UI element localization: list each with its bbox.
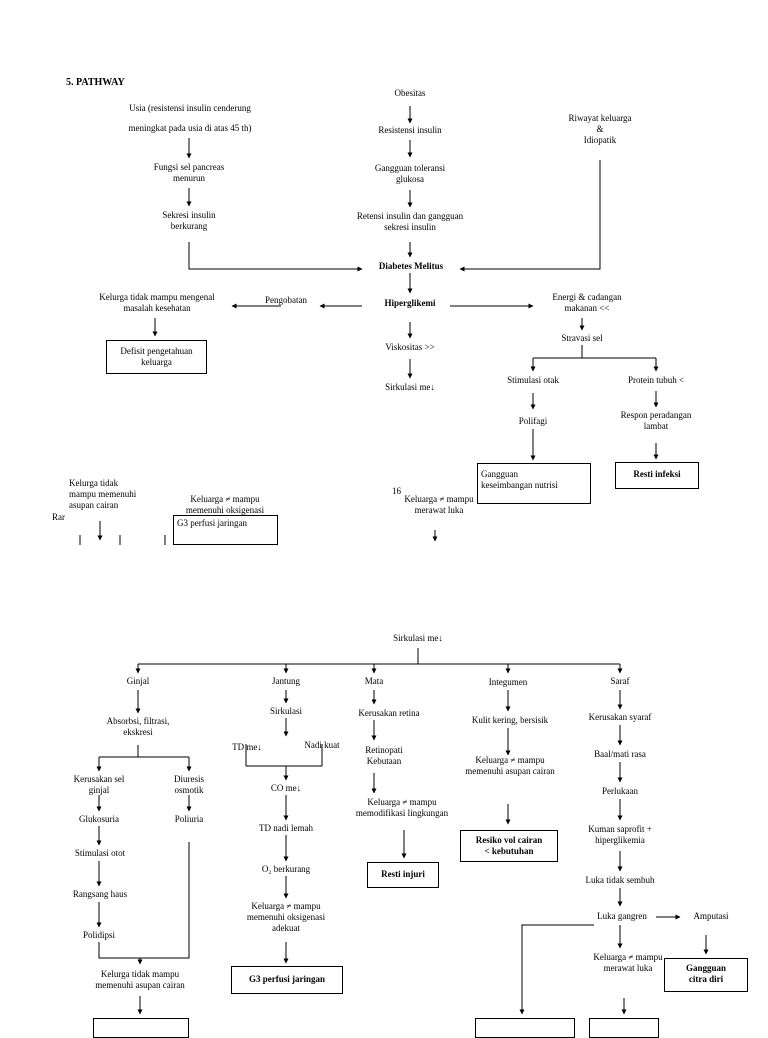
- node-td-nadi: TD nadi lemah: [259, 823, 313, 833]
- node-starvasi: Stravasi sel: [561, 333, 603, 343]
- node-sekresi-insulin: Sekresi insulin berkurang: [162, 210, 216, 231]
- node-protein: Protein tubuh <: [627, 375, 685, 385]
- node-fungsi-pankreas: Fungsi sel pancreas menurun: [153, 162, 225, 183]
- node-co-me: CO me↓: [270, 783, 302, 793]
- page-number: 16: [392, 486, 401, 496]
- diagnosis-saraf-cut: [589, 1018, 659, 1038]
- node-usia: Usia (resistensi insulin cenderung menin…: [128, 103, 252, 133]
- node-rangsang-haus: Rangsang haus: [72, 889, 128, 899]
- node-cut-keluarga-cairan: Kelurga tidak mampu memenuhi asupan cair…: [69, 478, 137, 510]
- diagnosis-gangguan-nutrisi: Gangguan keseimbangan nutrisi: [477, 463, 591, 504]
- node-cut-keluarga-oksigenasi: Keluarga ≠ mampu memenuhi oksigenasi: [185, 494, 265, 515]
- node-polifagi: Polifagi: [518, 416, 548, 426]
- node-luka-tidak-sembuh: Luka tidak sembuh: [585, 875, 655, 885]
- diagnosis-g3-perfusi: G3 perfusi jaringan: [231, 966, 343, 994]
- node-sirkulasi-top: Sirkulasi me↓: [385, 382, 435, 392]
- diagnosis-integumen-cut: [475, 1018, 575, 1038]
- node-absorbsi: Absorbsi, filtrasi, ekskresi: [106, 716, 170, 737]
- node-kerusakan-ginjal: Kerusakan sel ginjal: [73, 774, 125, 795]
- node-resistensi-insulin: Resistensi insulin: [378, 125, 442, 135]
- node-keluarga-asupan: Keluarga ≠ mampu memenuhi asupan cairan: [465, 755, 555, 776]
- node-nadi-kuat: Nadi kuat: [304, 740, 340, 750]
- organ-ginjal: Ginjal: [126, 676, 150, 686]
- diagnosis-defisit-pengetahuan: Defisit pengetahuan keluarga: [106, 340, 207, 374]
- node-respon: Respon peradangan lambat: [620, 410, 692, 431]
- diagnosis-ginjal-cut: [93, 1018, 189, 1038]
- node-sirkulasi-jantung: Sirkulasi: [269, 706, 302, 716]
- node-o2: O₂ berkurang: [261, 864, 311, 874]
- diagnosis-resti-injuri: Resti injuri: [367, 862, 439, 888]
- node-cut-keluarga-luka: Keluarga ≠ mampu merawat luka: [404, 494, 474, 515]
- node-diuresis: Diuresis osmotik: [174, 774, 204, 795]
- node-keluarga-luka: Keluarga ≠ mampu merawat luka: [593, 952, 663, 973]
- node-kulit-kering: Kulit kering, bersisik: [471, 715, 549, 725]
- node-kerusakan-retina: Kerusakan retina: [358, 708, 420, 718]
- node-amputasi: Amputasi: [693, 911, 729, 921]
- node-cut-ra: Rar: [52, 512, 65, 522]
- organ-integumen: Integumen: [488, 677, 528, 687]
- node-retinopati: Retinopati Kebutaan: [365, 745, 403, 766]
- node-energi: Energi & cadangan makanan <<: [552, 292, 622, 313]
- node-kuman: Kuman saprofit + hiperglikemia: [588, 824, 652, 845]
- node-polidipsi: Polidipsi: [82, 930, 115, 940]
- node-glukosuria: Glukosuria: [79, 814, 119, 824]
- node-luka-gangren: Luka gangren: [597, 911, 647, 921]
- node-stimulasi-otak: Stimulasi otak: [507, 375, 559, 385]
- node-poliuria: Poliuria: [174, 814, 204, 824]
- node-sirkulasi-bottom: Sirkulasi me↓: [393, 633, 443, 643]
- node-retensi-insulin: Retensi insulin dan gangguan sekresi ins…: [356, 211, 464, 232]
- node-gangguan-toleransi: Gangguan toleransi glukosa: [374, 163, 446, 184]
- node-perlukaan: Perlukaan: [602, 786, 638, 796]
- node-td-me: TD me↓: [232, 742, 262, 752]
- diagnosis-cut-g3: G3 perfusi jaringan: [173, 515, 278, 545]
- node-pengobatan: Pengobatan: [265, 295, 307, 305]
- node-stimulasi-otot: Stimulasi otot: [74, 848, 126, 858]
- node-keluarga-mengenal: Kelurga tidak mampu mengenal masalah kes…: [99, 292, 215, 313]
- page-heading: 5. PATHWAY: [66, 77, 125, 88]
- organ-jantung: Jantung: [272, 676, 300, 686]
- organ-mata: Mata: [364, 676, 384, 686]
- node-baal: Baal/mati rasa: [594, 749, 646, 759]
- node-diabetes-melitus: Diabetes Melitus: [378, 261, 444, 271]
- node-keluarga-oksigenasi: Keluarga ≠ mampu memenuhi oksigenasi ade…: [246, 901, 326, 933]
- diagnosis-resti-infeksi: Resti infeksi: [615, 462, 699, 489]
- node-kerusakan-syaraf: Kerusakan syaraf: [588, 712, 652, 722]
- node-viskositas: Viskositas >>: [385, 342, 435, 352]
- node-keluarga-cairan: Kelurga tidak mampu memenuhi asupan cair…: [95, 969, 185, 990]
- diagnosis-gangguan-citra: Gangguan citra diri: [664, 958, 748, 992]
- node-hiperglikemi: Hiperglikemi: [384, 298, 436, 308]
- node-riwayat: Riwayat keluarga & Idiopatik: [568, 113, 632, 145]
- node-obesitas: Obesitas: [394, 88, 426, 98]
- diagnosis-resiko-vol: Resiko vol cairan < kebutuhan: [460, 830, 558, 862]
- node-keluarga-lingkungan: Keluarga ≠ mampu memodifikasi lingkungan: [355, 797, 449, 818]
- organ-saraf: Saraf: [610, 676, 630, 686]
